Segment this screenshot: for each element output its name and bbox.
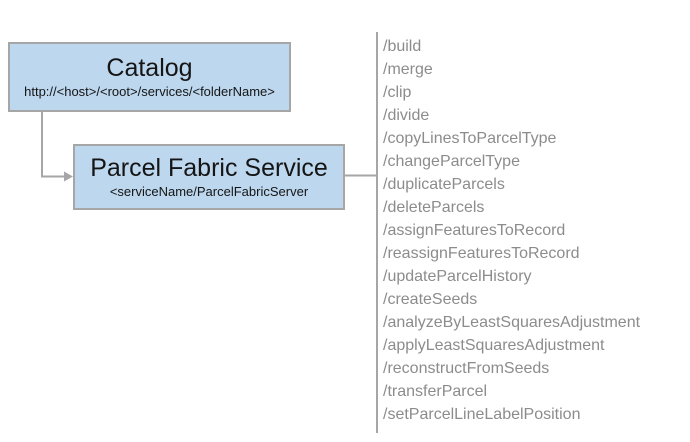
endpoint-item: /divide xyxy=(383,107,430,124)
endpoint-item: /applyLeastSquaresAdjustment xyxy=(383,337,605,354)
endpoint-item: /setParcelLineLabelPosition xyxy=(383,406,581,423)
parcel-fabric-service-node: Parcel Fabric Service <serviceName/Parce… xyxy=(73,144,345,210)
endpoint-item: /reassignFeaturesToRecord xyxy=(383,245,580,262)
endpoint-item: /updateParcelHistory xyxy=(383,268,532,285)
endpoint-item: /deleteParcels xyxy=(383,199,485,216)
endpoint-item: /createSeeds xyxy=(383,291,478,308)
endpoint-item: /merge xyxy=(383,61,433,78)
service-url-template: <serviceName/ParcelFabricServer xyxy=(109,183,309,199)
arrowhead-icon xyxy=(64,171,73,182)
endpoint-item: /duplicateParcels xyxy=(383,176,505,193)
endpoint-item: /transferParcel xyxy=(383,383,488,400)
endpoint-item: /analyzeByLeastSquaresAdjustment xyxy=(383,314,641,331)
endpoint-item: /build xyxy=(383,38,422,55)
endpoint-item: /copyLinesToParcelType xyxy=(383,130,557,147)
catalog-title: Catalog xyxy=(106,53,193,82)
catalog-to-service-elbow-connector xyxy=(41,112,64,178)
endpoint-list: /build /merge /clip /divide /copyLinesTo… xyxy=(383,35,640,426)
endpoint-item: /changeParcelType xyxy=(383,153,520,170)
endpoint-item: /reconstructFromSeeds xyxy=(383,360,550,377)
endpoint-item: /clip xyxy=(383,84,412,101)
endpoint-item: /assignFeaturesToRecord xyxy=(383,222,566,239)
catalog-url-template: http://<host>/<root>/services/<folderNam… xyxy=(24,83,275,99)
service-title: Parcel Fabric Service xyxy=(90,153,328,182)
catalog-node: Catalog http://<host>/<root>/services/<f… xyxy=(8,42,291,112)
